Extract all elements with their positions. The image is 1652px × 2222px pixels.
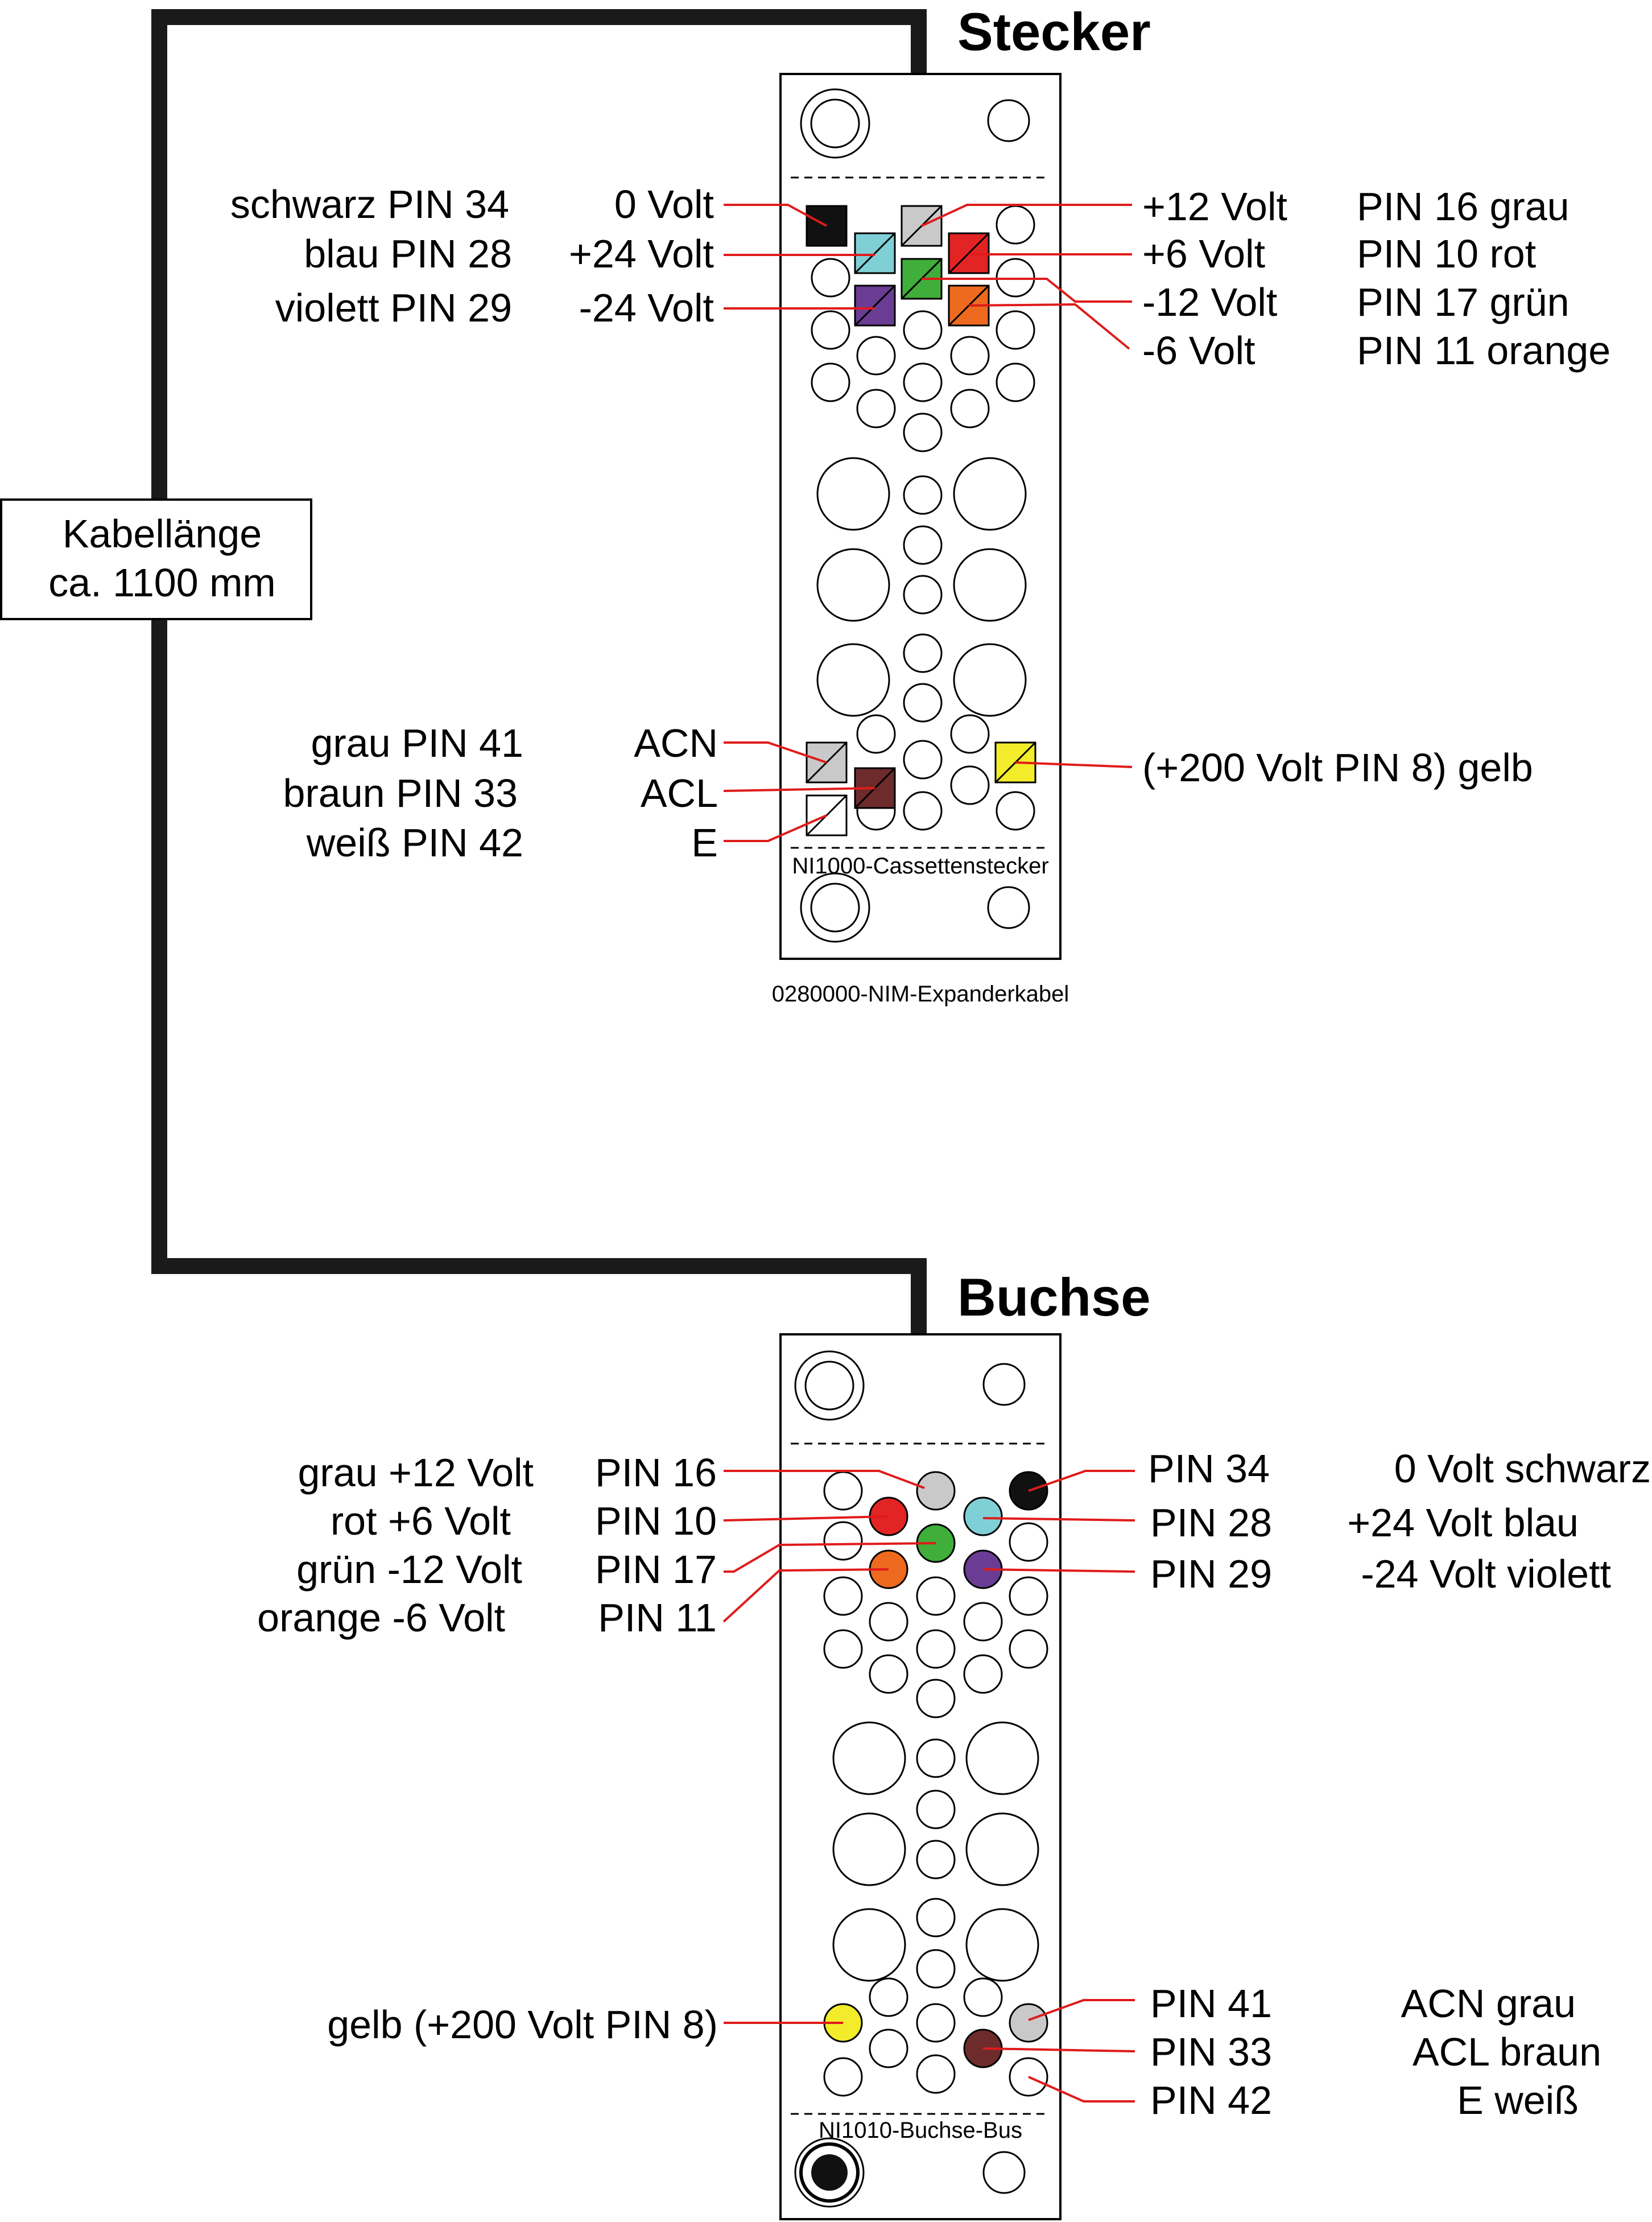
buchse-bottom-pin: PIN 42 (1150, 2078, 1272, 2122)
buchse-right-voltage-color: +24 Volt blau (1347, 1500, 1579, 1545)
buchse-left-pin: PIN 10 (595, 1499, 717, 1543)
buchse-connector (779, 1333, 1062, 2220)
cable-length-line1: Kabellänge (63, 512, 262, 556)
buchse-left-color-voltage: orange -6 Volt (257, 1596, 505, 1640)
buchse-pin-41-grau (1009, 2003, 1048, 2043)
stecker-right-pin-color: PIN 16 grau (1357, 184, 1570, 229)
stecker-bottom-signal: ACN (634, 721, 718, 765)
stecker-bottom-signal: E (691, 821, 718, 865)
stecker-right-voltage: -12 Volt (1142, 280, 1277, 324)
buchse-left-pin: PIN 17 (595, 1547, 717, 1592)
buchse-bottom-signal: E weiß (1457, 2078, 1579, 2122)
buchse-left-pin: PIN 11 (598, 1596, 717, 1640)
buchse-bottom-signal: ACN grau (1401, 1981, 1576, 2026)
buchse-bottom-pin: PIN 33 (1150, 2030, 1272, 2074)
buchse-bottom-signal: ACL braun (1413, 2030, 1601, 2074)
buchse-left-pin: PIN 16 (595, 1450, 717, 1495)
stecker-bottom-color-pin: grau PIN 41 (311, 721, 523, 765)
stecker-pin-29-violett (854, 285, 896, 327)
cable-length-box: Kabellänge ca. 1100 mm (0, 498, 312, 620)
stecker-bottom-signal: ACL (641, 771, 718, 815)
cable-length-line2: ca. 1100 mm (48, 560, 275, 605)
buchse-right-pin: PIN 29 (1150, 1552, 1272, 1596)
buchse-caption: NI1010-Buchse-Bus (819, 2118, 1022, 2143)
stecker-right-pin-color: PIN 17 grün (1357, 280, 1570, 324)
stecker-right-voltage: -6 Volt (1142, 328, 1255, 373)
stecker-labels: schwarz PIN 34 0 Volt blau PIN 28 +24 Vo… (230, 182, 1610, 1007)
stecker-right-pin-color: PIN 10 rot (1357, 232, 1536, 276)
buchse-title: Buchse (957, 1267, 1151, 1327)
buchse-ground-screw (794, 2137, 865, 2208)
buchse-pin-16-grau (916, 1471, 956, 1511)
buchse-pin-28-blau (963, 1497, 1003, 1536)
stecker-left-voltage: +24 Volt (569, 232, 714, 276)
cable-line (151, 9, 927, 1334)
stecker-part-number: 0280000-NIM-Expanderkabel (772, 982, 1069, 1007)
buchse-right-pin: PIN 34 (1148, 1446, 1270, 1491)
stecker-bottom-color-pin: braun PIN 33 (283, 771, 518, 815)
buchse-right-voltage-color: 0 Volt schwarz (1394, 1446, 1651, 1491)
buchse-left-color-voltage: grau +12 Volt (298, 1450, 534, 1495)
buchse-left-color-voltage: rot +6 Volt (331, 1499, 511, 1543)
buchse-labels: grau +12 Volt PIN 16 rot +6 Volt PIN 10 … (257, 1446, 1651, 2143)
stecker-caption: NI1000-Cassettenstecker (792, 854, 1048, 879)
stecker-left-voltage: -24 Volt (579, 286, 714, 330)
stecker-bottom-color-pin: weiß PIN 42 (306, 821, 523, 865)
stecker-left-color-pin: violett PIN 29 (275, 286, 512, 330)
buchse-pins (823, 1471, 1048, 2068)
stecker-right-voltage: +6 Volt (1142, 232, 1265, 276)
buchse-right-voltage-color: -24 Volt violett (1361, 1552, 1611, 1596)
stecker-left-voltage: 0 Volt (614, 182, 714, 226)
stecker-pin-28-blau (854, 232, 896, 274)
buchse-left-color-voltage: grün -12 Volt (296, 1547, 522, 1592)
stecker-leader-lines (723, 204, 1133, 842)
stecker-hv-label: (+200 Volt PIN 8) gelb (1142, 745, 1533, 790)
stecker-title: Stecker (957, 2, 1151, 61)
stecker-right-pin-color: PIN 11 orange (1357, 328, 1610, 373)
stecker-left-color-pin: blau PIN 28 (304, 232, 512, 276)
buchse-hv-label: gelb (+200 Volt PIN 8) (327, 2002, 718, 2047)
buchse-bottom-pin: PIN 41 (1150, 1981, 1272, 2026)
stecker-right-voltage: +12 Volt (1142, 184, 1287, 229)
stecker-left-color-pin: schwarz PIN 34 (230, 182, 509, 226)
buchse-right-pin: PIN 28 (1150, 1500, 1272, 1545)
buchse-leader-lines (722, 1470, 1135, 2103)
